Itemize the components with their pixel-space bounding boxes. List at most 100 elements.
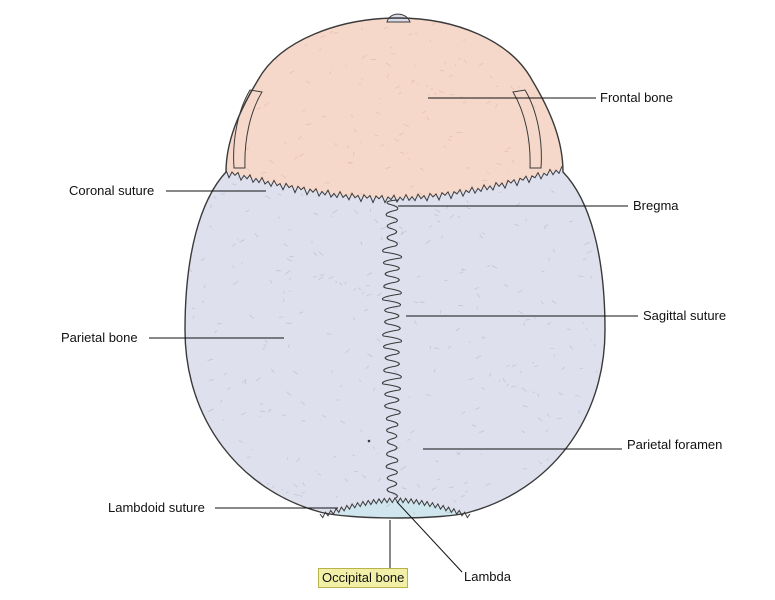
bone-speckle bbox=[344, 478, 349, 483]
bone-speckle bbox=[329, 71, 332, 75]
bone-speckle bbox=[209, 118, 214, 122]
bone-speckle bbox=[525, 319, 531, 321]
bone-speckle bbox=[587, 505, 591, 510]
bone-speckle bbox=[213, 196, 217, 199]
bone-speckle bbox=[479, 430, 485, 433]
bone-speckle bbox=[461, 410, 466, 415]
bone-speckle bbox=[217, 322, 222, 325]
bone-speckle bbox=[305, 80, 311, 84]
bone-speckle bbox=[465, 490, 469, 493]
bone-speckle bbox=[598, 130, 600, 132]
bone-speckle bbox=[246, 456, 252, 458]
bone-speckle bbox=[269, 279, 273, 284]
bone-speckle bbox=[449, 135, 453, 138]
bone-speckle bbox=[340, 420, 346, 424]
bone-speckle bbox=[313, 212, 319, 216]
parietal-foramen-dot bbox=[367, 439, 371, 443]
bone-speckle bbox=[319, 274, 325, 276]
bone-speckle bbox=[515, 28, 519, 31]
bone-speckle bbox=[463, 481, 468, 485]
bone-speckle bbox=[476, 355, 482, 359]
bone-speckle bbox=[395, 85, 400, 89]
bone-speckle bbox=[360, 241, 363, 246]
bone-speckle bbox=[361, 78, 364, 81]
bone-speckle bbox=[551, 491, 554, 495]
bone-speckle bbox=[229, 498, 234, 500]
bone-speckle bbox=[203, 284, 206, 289]
bone-speckle bbox=[353, 288, 356, 292]
bone-speckle bbox=[385, 166, 391, 169]
bone-speckle bbox=[410, 430, 415, 434]
bone-speckle bbox=[438, 89, 445, 93]
bone-speckle bbox=[199, 98, 203, 101]
bone-speckle bbox=[244, 27, 248, 32]
bone-speckle bbox=[546, 429, 549, 433]
bone-speckle bbox=[313, 276, 317, 278]
bone-speckle bbox=[374, 218, 379, 224]
bone-speckle bbox=[322, 415, 326, 418]
leader-lambda bbox=[396, 501, 463, 573]
bone-speckle bbox=[449, 486, 454, 489]
bone-speckle bbox=[411, 80, 416, 84]
bone-speckle bbox=[489, 75, 493, 79]
bone-speckle bbox=[258, 23, 263, 28]
bone-speckle bbox=[305, 123, 312, 126]
bone-speckle bbox=[588, 59, 593, 64]
bone-speckle bbox=[460, 494, 465, 498]
bone-speckle bbox=[214, 101, 219, 103]
bone-speckle bbox=[561, 366, 566, 370]
bone-speckle bbox=[318, 276, 324, 281]
bone-speckle bbox=[583, 461, 588, 465]
bone-speckle bbox=[523, 322, 525, 327]
bone-speckle bbox=[197, 433, 200, 436]
bone-speckle bbox=[352, 454, 356, 457]
bone-speckle bbox=[265, 195, 271, 199]
bone-speckle bbox=[205, 113, 211, 118]
bone-speckle bbox=[474, 287, 479, 290]
bone-speckle bbox=[353, 316, 356, 321]
bone-speckle bbox=[301, 109, 306, 112]
bone-speckle bbox=[245, 209, 250, 213]
bone-speckle bbox=[209, 379, 214, 381]
bone-speckle bbox=[578, 438, 584, 442]
bone-speckle bbox=[529, 506, 534, 510]
bone-speckle bbox=[354, 128, 357, 133]
bone-speckle bbox=[240, 261, 243, 264]
bone-speckle bbox=[494, 103, 498, 108]
bone-speckle bbox=[227, 387, 231, 390]
bone-speckle bbox=[229, 123, 234, 128]
bone-speckle bbox=[214, 330, 218, 334]
bone-speckle bbox=[591, 203, 595, 208]
bone-speckle bbox=[289, 277, 291, 281]
bone-speckle bbox=[293, 483, 298, 488]
bone-speckle bbox=[354, 209, 359, 214]
bone-speckle bbox=[510, 385, 517, 388]
bone-speckle bbox=[257, 22, 264, 26]
bone-speckle bbox=[226, 54, 232, 60]
bone-speckle bbox=[361, 27, 363, 31]
bone-speckle bbox=[393, 138, 400, 142]
bone-speckle bbox=[575, 179, 578, 182]
bone-speckle bbox=[374, 134, 379, 137]
bone-speckle bbox=[592, 26, 596, 29]
bone-speckle bbox=[593, 344, 596, 347]
bone-speckle bbox=[301, 491, 306, 494]
bone-speckle bbox=[540, 300, 544, 305]
bone-speckle bbox=[453, 500, 456, 503]
bone-speckle bbox=[248, 314, 254, 319]
bone-speckle bbox=[286, 391, 292, 396]
bone-speckle bbox=[282, 298, 285, 303]
bone-speckle bbox=[344, 281, 347, 285]
bone-speckle bbox=[426, 84, 429, 88]
bone-speckle bbox=[586, 24, 592, 26]
bone-speckle bbox=[190, 408, 195, 413]
bone-speckle bbox=[294, 155, 298, 160]
bone-speckle bbox=[359, 193, 364, 195]
bone-speckle bbox=[534, 365, 539, 367]
bone-speckle bbox=[385, 75, 389, 79]
bone-speckle bbox=[455, 327, 461, 332]
bone-speckle bbox=[194, 186, 198, 191]
bone-speckle bbox=[418, 191, 422, 196]
label-bregma: Bregma bbox=[633, 198, 679, 213]
bone-speckle bbox=[375, 112, 381, 115]
